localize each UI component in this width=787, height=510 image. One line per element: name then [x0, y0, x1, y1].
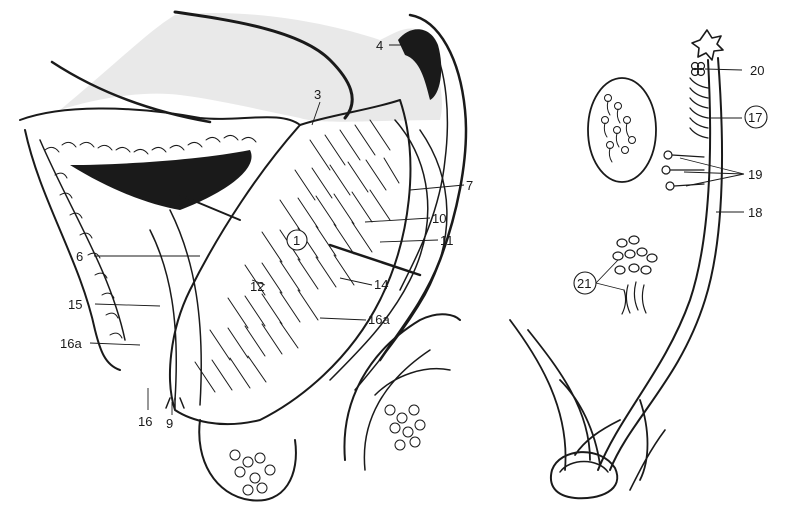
label-3: 3 — [314, 87, 321, 102]
stalk-outer — [610, 58, 722, 470]
plant-drawing — [510, 30, 723, 498]
label-17: 17 — [748, 110, 762, 125]
label-9: 9 — [166, 416, 173, 431]
label-16a-right: 16a — [368, 312, 390, 327]
label-1: 1 — [293, 233, 300, 248]
leaf-left-2 — [528, 330, 590, 460]
band-d — [355, 130, 447, 390]
processes-19 — [662, 151, 704, 190]
lower-bulb — [199, 420, 296, 501]
lower-bulb-cells — [230, 450, 275, 495]
central-mass-outline — [170, 100, 410, 424]
label-11: 11 — [440, 233, 454, 248]
label-4: 4 — [376, 38, 383, 53]
oval-inset — [588, 78, 656, 182]
label-15: 15 — [68, 297, 82, 312]
star-tip — [692, 30, 723, 60]
oval-inset-contents — [602, 95, 636, 163]
label-12: 12 — [250, 279, 264, 294]
cluster-21 — [613, 236, 657, 314]
left-lumen — [70, 150, 252, 210]
label-20: 20 — [750, 63, 764, 78]
label-19: 19 — [748, 167, 762, 182]
pointer-rod-2 — [180, 195, 240, 220]
pointer-rod — [330, 245, 420, 275]
outer-left-wall — [20, 108, 300, 125]
label-10: 10 — [432, 211, 446, 226]
right-section-inner — [364, 350, 430, 470]
clover-20 — [692, 63, 705, 76]
label-18: 18 — [748, 205, 762, 220]
right-section-cells — [385, 405, 425, 450]
band-b — [170, 210, 201, 405]
section-drawing — [20, 12, 466, 501]
band-a — [150, 230, 176, 400]
label-16a-left: 16a — [60, 336, 82, 351]
label-16: 16 — [138, 414, 152, 429]
label-21: 21 — [577, 276, 591, 291]
label-7: 7 — [466, 178, 473, 193]
label-6: 6 — [76, 249, 83, 264]
processes-17 — [690, 78, 708, 138]
label-14: 14 — [374, 277, 388, 292]
right-section-outer — [344, 314, 460, 460]
tuft-9 — [166, 398, 184, 409]
base-bulb — [551, 452, 617, 498]
